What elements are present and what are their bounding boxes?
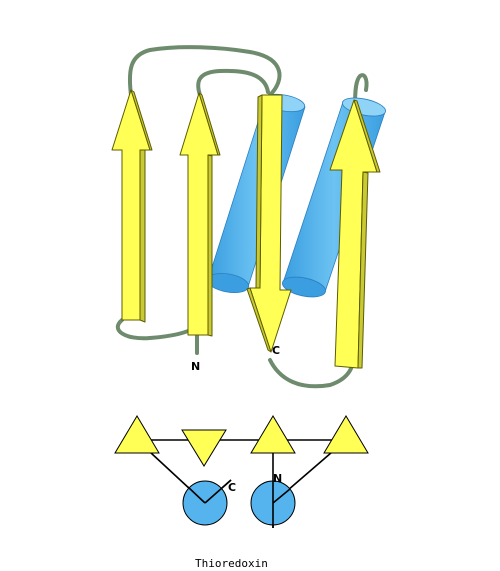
loop-1 [127, 45, 282, 97]
topology-strand-1-up [114, 415, 160, 454]
ribbon-cartoon: N C [111, 45, 386, 389]
loop-2 [196, 68, 270, 97]
strand-3-down-arrow [246, 94, 292, 353]
loop-3 [115, 318, 196, 341]
strand-2-up-arrow [179, 92, 221, 337]
topology-strand-3-up [250, 415, 296, 454]
caption: Thioredoxin [195, 557, 268, 570]
strand-4-up-arrow [329, 99, 381, 369]
loops [115, 45, 369, 389]
topology-strand-2-down [181, 429, 227, 467]
loop-4 [268, 358, 354, 389]
topology-strand-4-up [323, 415, 369, 454]
topology-schematic: C N [114, 415, 369, 528]
c-terminus-label: C [272, 344, 280, 357]
topology-c-label: C [228, 481, 236, 494]
loop-5 [353, 73, 369, 107]
strand-1-up-arrow [111, 89, 153, 323]
topology-n-label: N [273, 472, 282, 485]
topology-connections [136, 439, 347, 528]
n-terminus-label: N [191, 360, 200, 373]
